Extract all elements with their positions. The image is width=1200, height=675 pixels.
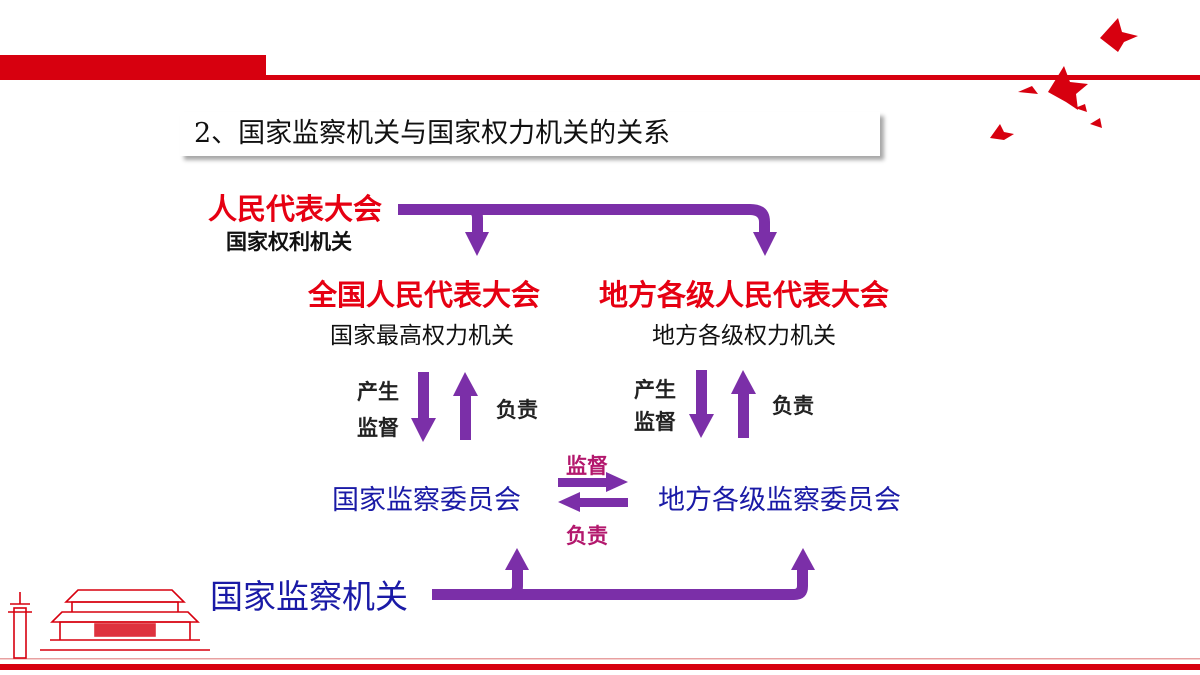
npc-branch-arrow — [398, 204, 777, 256]
national-npc-desc: 国家最高权力机关 — [330, 323, 514, 349]
middle-supervise-label: 监督 — [566, 454, 608, 478]
exchange-right-arrow — [558, 472, 628, 492]
local-npc-name: 地方各级人民代表大会 — [599, 278, 890, 312]
right-responsible-label: 负责 — [772, 394, 814, 418]
tiananmen-icon — [8, 589, 210, 659]
npc-name: 人民代表大会 — [208, 192, 383, 226]
header-red-block — [0, 55, 266, 80]
left-up-arrow — [453, 372, 478, 440]
npc-desc: 国家权利机关 — [226, 230, 352, 254]
left-down-arrow — [411, 372, 436, 442]
page-title: 2、国家监察机关与国家权力机关的关系 — [180, 112, 880, 156]
local-commission: 地方各级监察委员会 — [658, 485, 901, 516]
national-commission: 国家监察委员会 — [332, 485, 521, 516]
left-supervise-label: 监督 — [357, 416, 399, 440]
middle-responsible-label: 负责 — [566, 524, 608, 548]
dove-icons — [990, 18, 1138, 140]
national-npc-name: 全国人民代表大会 — [308, 278, 541, 312]
exchange-left-arrow — [558, 492, 628, 512]
supervisory-organ: 国家监察机关 — [210, 577, 408, 616]
right-up-arrow — [731, 370, 756, 438]
organ-branch-arrow — [432, 548, 815, 600]
header-red-line — [266, 75, 1200, 80]
right-produce-label: 产生 — [634, 378, 676, 402]
footer-thin-line — [0, 658, 1200, 660]
footer-red-line — [0, 664, 1200, 670]
right-supervise-label: 监督 — [634, 410, 676, 434]
left-produce-label: 产生 — [357, 380, 399, 404]
right-down-arrow — [689, 370, 714, 438]
local-npc-desc: 地方各级权力机关 — [652, 323, 836, 349]
left-responsible-label: 负责 — [496, 398, 538, 422]
